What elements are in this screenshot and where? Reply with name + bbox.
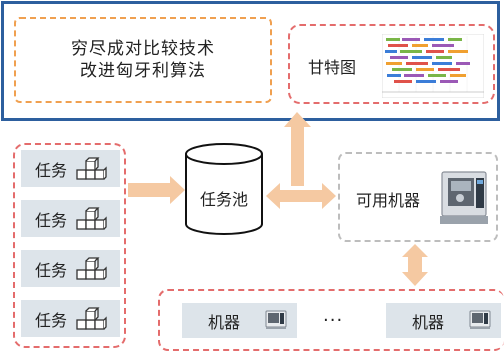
pool-label: 任务池 [199, 190, 248, 209]
gantt-chart-icon [382, 34, 484, 98]
arrow-up-to-gantt [291, 124, 304, 186]
machine-item: 机器 [386, 303, 501, 338]
task-label: 任务 [35, 310, 68, 330]
machines-box: 机器 ... 机器 [158, 289, 504, 351]
blocks-icon [76, 256, 107, 280]
task-pool: 任务池 [183, 142, 265, 236]
gantt-box: 甘特图 [288, 24, 495, 104]
task-item: 任务 [21, 150, 120, 187]
machine-label: 机器 [412, 312, 445, 332]
available-machines-box: 可用机器 [338, 152, 498, 242]
task-item: 任务 [21, 300, 120, 337]
gantt-label: 甘特图 [308, 58, 357, 77]
machine-label: 机器 [208, 312, 241, 332]
machine-item: 机器 [182, 303, 297, 338]
machines-ellipsis: ... [323, 305, 344, 326]
task-list: 任务 任务 任务 任务 [13, 143, 126, 348]
task-label: 任务 [35, 160, 68, 180]
algorithm-line-2: 改进匈牙利算法 [80, 61, 206, 81]
algorithm-box: 穷尽成对比较技术 改进匈牙利算法 [14, 17, 272, 103]
algorithm-line-1: 穷尽成对比较技术 [71, 39, 215, 59]
top-frame [1, 1, 500, 121]
cylinder-icon [185, 143, 263, 235]
arrow-tasks-to-pool [128, 176, 185, 204]
task-label: 任务 [35, 260, 68, 280]
blocks-icon [76, 206, 107, 230]
blocks-icon [76, 306, 107, 330]
task-label: 任务 [35, 210, 68, 230]
available-machines-label: 可用机器 [356, 191, 421, 210]
task-item: 任务 [21, 200, 120, 237]
arrow-pool-available [266, 183, 336, 209]
machine-icon [265, 310, 287, 329]
arrow-available-machines [402, 244, 428, 286]
machine-icon [469, 310, 491, 329]
blocks-icon [76, 156, 107, 180]
task-item: 任务 [21, 250, 120, 287]
cnc-machine-icon [440, 171, 488, 224]
